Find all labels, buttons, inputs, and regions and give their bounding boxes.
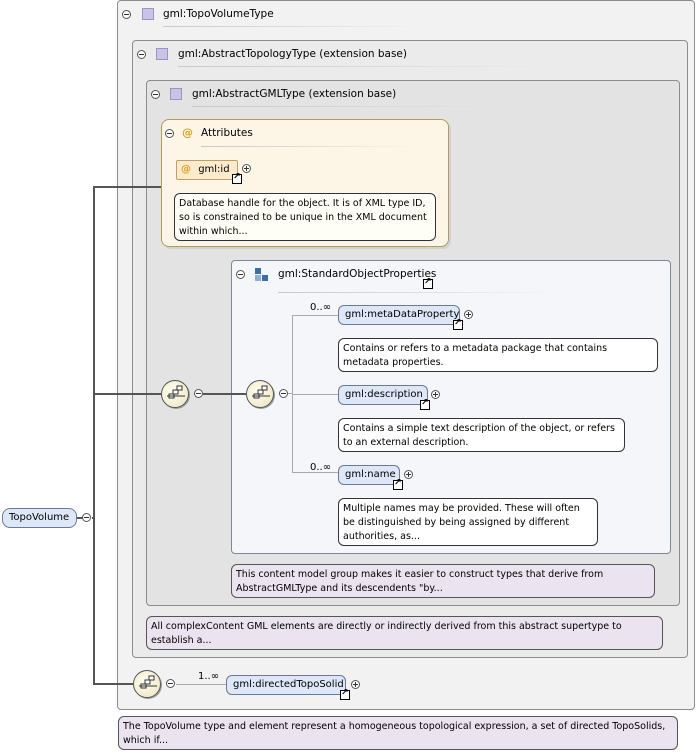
metadata-expand-button[interactable] (464, 310, 473, 319)
connector (292, 472, 338, 473)
connector (203, 393, 246, 395)
topovolume-documentation: The TopoVolume type and element represen… (118, 716, 678, 750)
standard-props-title: gml:StandardObjectProperties (278, 268, 437, 280)
link-icon[interactable] (423, 277, 433, 289)
connector (287, 393, 293, 394)
description-element[interactable]: gml:description (338, 385, 428, 405)
type-title-underline (163, 26, 423, 27)
connector (292, 315, 338, 316)
abstract-topology-underline (178, 66, 548, 67)
standard-props-underline (278, 292, 558, 293)
sequence-icon (167, 385, 185, 399)
metadata-documentation: Contains or refers to a metadata package… (338, 338, 658, 372)
standard-props-documentation: This content model group makes it easier… (231, 564, 655, 598)
sequence-compositor[interactable] (133, 670, 161, 698)
attribute-icon: @ (181, 164, 191, 175)
sequence-collapse-button[interactable] (194, 389, 203, 398)
gml-id-label: gml:id (198, 164, 230, 175)
metadata-property-element[interactable]: gml:metaDataProperty (338, 305, 460, 325)
standard-props-collapse-button[interactable] (236, 270, 245, 279)
abstract-gml-documentation: All complexContent GML elements are dire… (146, 616, 663, 650)
connector (292, 315, 293, 472)
complex-type-icon (170, 88, 182, 100)
sequence-collapse-button[interactable] (279, 389, 288, 398)
complex-type-icon (142, 8, 154, 20)
link-icon[interactable] (340, 688, 350, 700)
link-icon[interactable] (232, 172, 242, 184)
connector (93, 186, 95, 685)
name-expand-button[interactable] (404, 470, 413, 479)
gml-id-expand-button[interactable] (242, 164, 251, 173)
abstract-gml-collapse-button[interactable] (151, 90, 160, 99)
sequence-compositor[interactable] (246, 380, 274, 408)
link-icon[interactable] (453, 318, 463, 330)
link-icon[interactable] (393, 478, 403, 490)
attributes-collapse-button[interactable] (165, 129, 174, 138)
root-collapse-button[interactable] (82, 513, 91, 522)
description-expand-button[interactable] (431, 390, 440, 399)
type-collapse-button[interactable] (122, 10, 131, 19)
attribute-icon: @ (182, 126, 193, 139)
attributes-title: Attributes (201, 127, 253, 139)
connector (77, 517, 83, 519)
connector (176, 684, 226, 685)
sequence-icon (252, 385, 270, 399)
name-element[interactable]: gml:name (338, 465, 400, 485)
name-documentation: Multiple names may be provided. These wi… (338, 498, 598, 546)
cardinality: 0..∞ (310, 462, 332, 473)
abstract-gml-underline (192, 106, 492, 107)
abstract-topology-title: gml:AbstractTopologyType (extension base… (178, 48, 407, 60)
connector (292, 394, 338, 395)
directed-expand-button[interactable] (351, 680, 360, 689)
type-title: gml:TopoVolumeType (163, 8, 274, 20)
gml-id-attribute[interactable]: @ gml:id (176, 160, 238, 180)
cardinality: 0..∞ (310, 302, 332, 313)
group-icon (255, 268, 268, 281)
link-icon[interactable] (420, 398, 430, 410)
connector (93, 683, 133, 685)
connector (93, 393, 161, 395)
cardinality: 1..∞ (198, 671, 220, 682)
topovolume-element[interactable]: TopoVolume (2, 508, 77, 528)
sequence-icon (139, 675, 157, 689)
gml-id-documentation: Database handle for the object. It is of… (174, 193, 436, 241)
sequence-collapse-button[interactable] (166, 679, 175, 688)
sequence-compositor[interactable] (161, 380, 189, 408)
attributes-underline (201, 146, 421, 147)
directed-topo-solid-element[interactable]: gml:directedTopoSolid (226, 675, 346, 695)
complex-type-icon (156, 48, 168, 60)
abstract-gml-title: gml:AbstractGMLType (extension base) (192, 88, 397, 100)
abstract-topology-collapse-button[interactable] (137, 50, 146, 59)
description-documentation: Contains a simple text description of th… (338, 418, 625, 452)
connector (93, 186, 161, 188)
